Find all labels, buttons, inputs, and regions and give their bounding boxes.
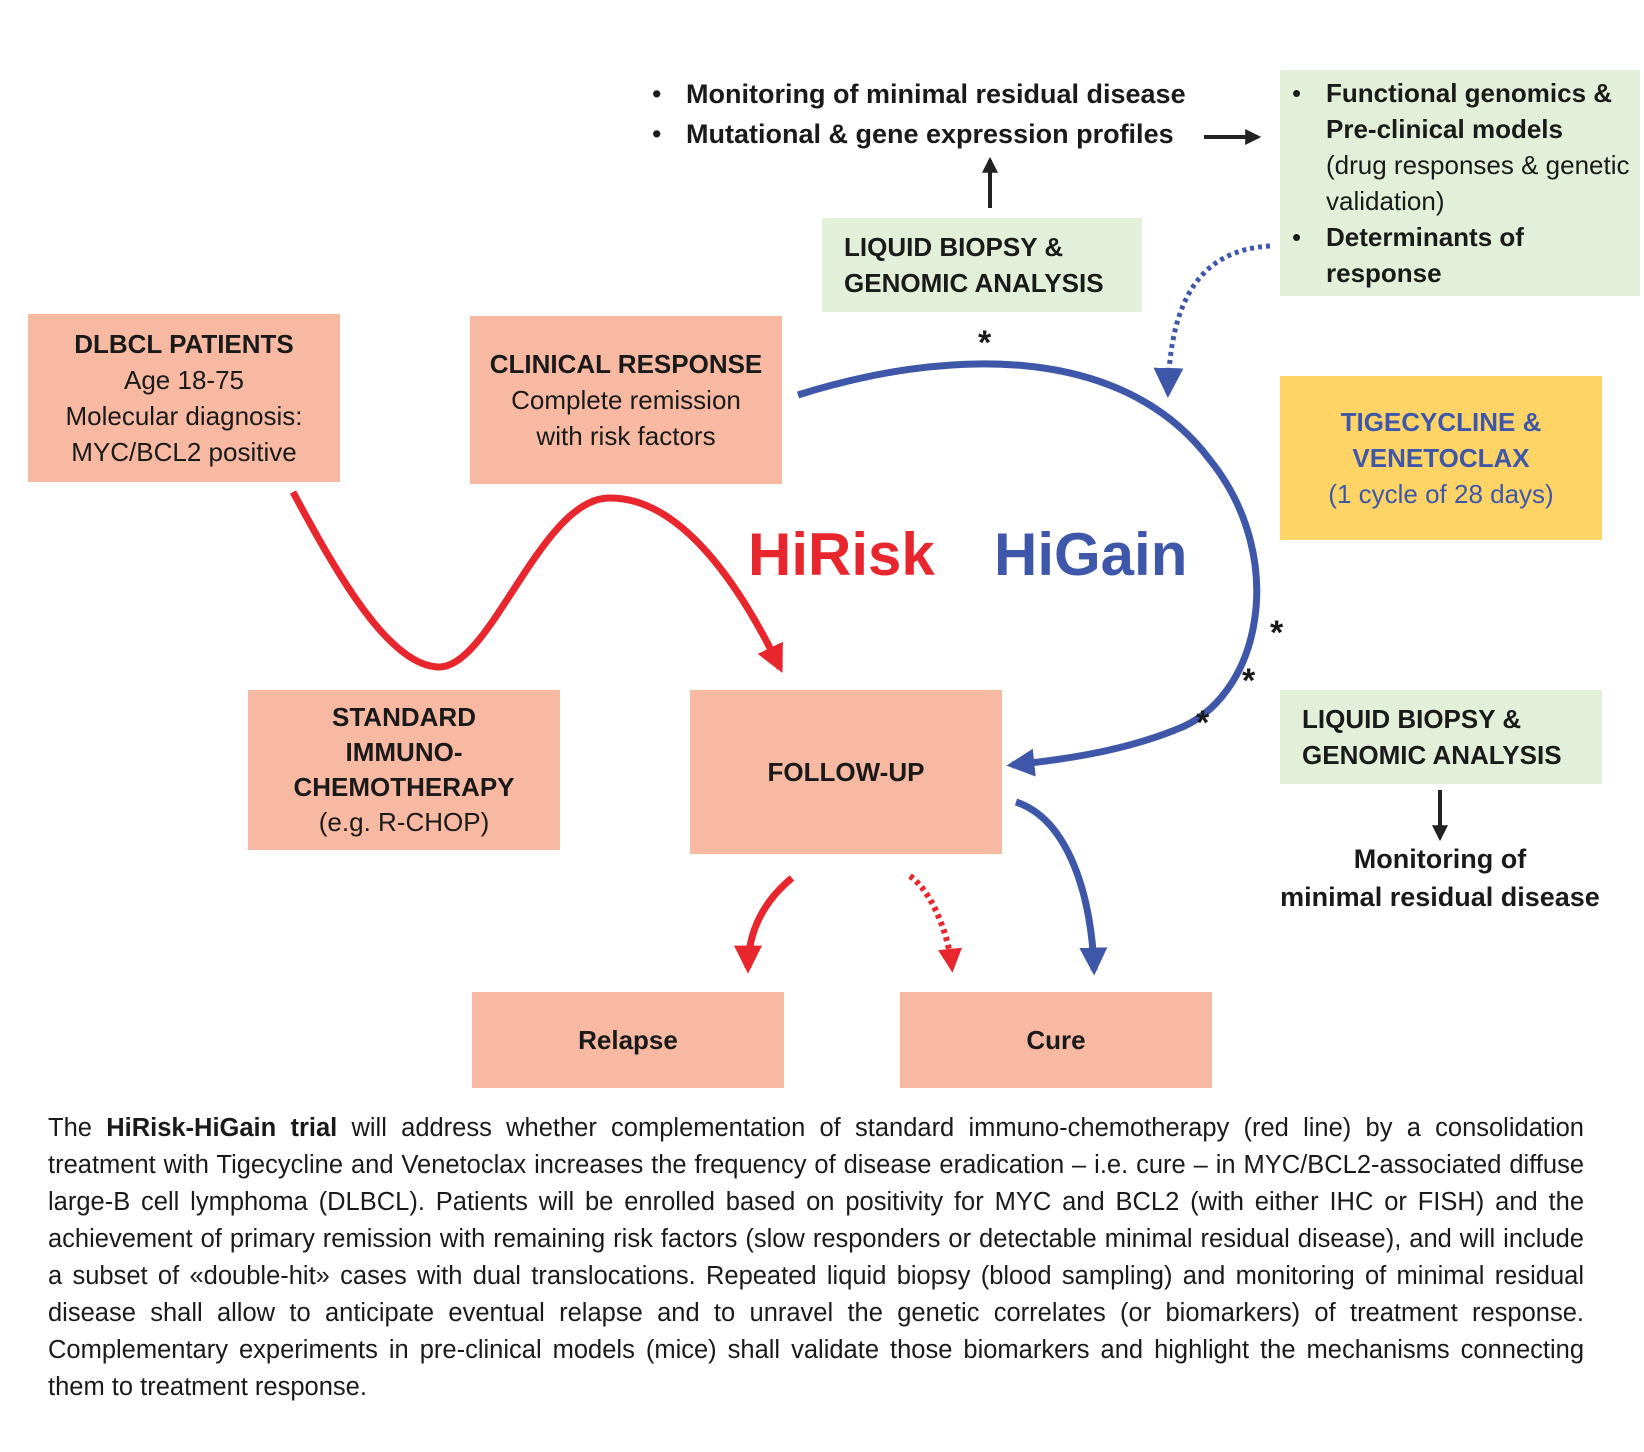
liquid-biopsy-top-box: LIQUID BIOPSY & GENOMIC ANALYSIS [822, 218, 1142, 312]
caption-prefix: The [48, 1114, 107, 1142]
figure-caption: The HiRisk-HiGain trial will address whe… [48, 1110, 1584, 1406]
standard-immunochemotherapy-box: STANDARD IMMUNO- CHEMOTHERAPY (e.g. R-CH… [248, 690, 560, 850]
feedback-dotted-arrow [1153, 243, 1271, 398]
liquid-biopsy-bottom-box: LIQUID BIOPSY & GENOMIC ANALYSIS [1280, 690, 1602, 784]
top-bullet-profiles: Mutational & gene expression profiles [648, 114, 1186, 154]
followup-to-cure-arrow [1014, 798, 1108, 976]
star-top: * [978, 324, 992, 362]
functional-item-genomics: Functional genomics & Pre-clinical model… [1288, 75, 1632, 219]
hirisk-red-curve [289, 490, 784, 674]
monitoring-mrd-bottom: Monitoring of minimal residual disease [1280, 844, 1600, 912]
top-bullets: Monitoring of minimal residual disease M… [648, 74, 1186, 154]
top-bullet-mrd: Monitoring of minimal residual disease [648, 74, 1186, 114]
caption-body: will address whether complementation of … [48, 1114, 1584, 1401]
cure-box: Cure [900, 992, 1212, 1088]
higain-label: HiGain [994, 521, 1188, 588]
star-right-3: * [1196, 704, 1210, 742]
higain-blue-arc [796, 360, 1261, 777]
hirisk-label: HiRisk [748, 521, 935, 588]
clinical-response-box: CLINICAL RESPONSE Complete remission wit… [470, 316, 782, 484]
followup-to-cure-dotted-arrow [908, 873, 962, 973]
caption-trial-name: HiRisk-HiGain trial [106, 1114, 338, 1142]
star-right-2: * [1242, 662, 1256, 700]
functional-list: Functional genomics & Pre-clinical model… [1288, 75, 1632, 291]
functional-item-determinants: Determinants of response [1288, 219, 1632, 291]
relapse-box: Relapse [472, 992, 784, 1088]
star-right-1: * [1270, 614, 1284, 652]
functional-genomics-box: Functional genomics & Pre-clinical model… [1280, 70, 1640, 296]
followup-to-relapse-arrow [734, 875, 795, 974]
dlbcl-patients-box: DLBCL PATIENTS Age 18-75 Molecular diagn… [28, 314, 340, 482]
follow-up-box: FOLLOW-UP [690, 690, 1002, 854]
tigecycline-venetoclax-box: TIGECYCLINE & VENETOCLAX (1 cycle of 28 … [1280, 376, 1602, 540]
